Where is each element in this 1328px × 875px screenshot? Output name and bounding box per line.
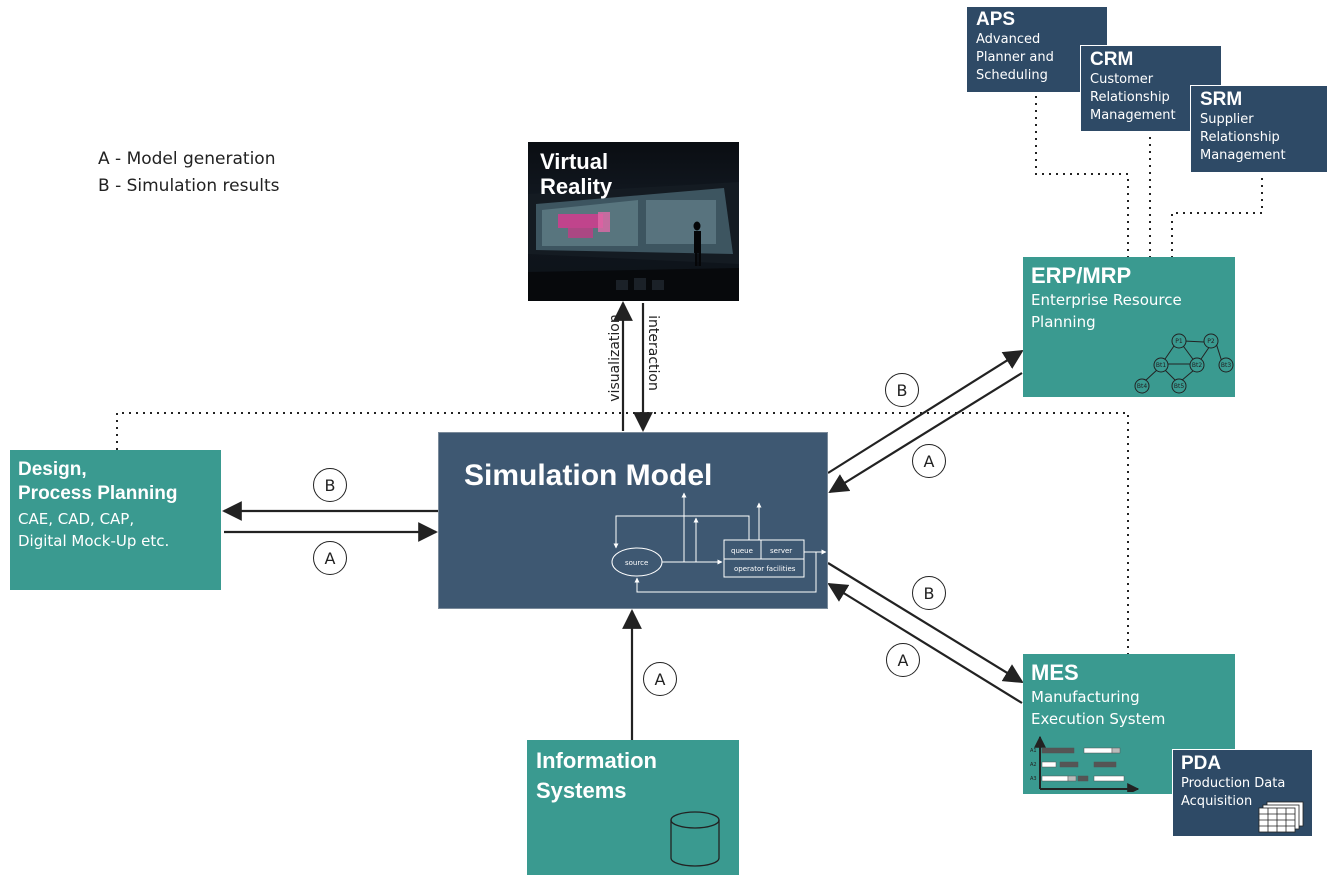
virtual-reality-node: Virtual Reality [528,142,739,301]
info-title-line1: Information [536,748,657,773]
edge-label-b-design: B [313,468,347,502]
aps-sub-line1: Advanced [976,32,1041,47]
mes-gantt-chart: A1 A2 A3 [1030,735,1140,792]
pda-sub-line2: Acquisition [1181,794,1253,809]
erp-graph-node-p2: P2 [1207,338,1215,345]
arrow-sim-to-erp [827,349,1024,474]
pda-sub-line1: Production Data [1181,776,1286,791]
erp-network-graph: P1 P2 Bt1 Bt2 Bt3 Bt4 Bt5 [1134,333,1234,394]
crm-sub-line2: Relationship [1090,90,1170,105]
erp-title: ERP/MRP [1031,263,1132,288]
edge-label-b-erp: B [885,373,919,407]
legend-item-a: A - Model generation [98,149,276,169]
inset-source-label: source [625,559,648,567]
arrow-mes-to-sim [827,582,1023,704]
database-icon [670,811,720,867]
gantt-row-a1-label: A1 [1030,748,1037,754]
design-sub-line2: Digital Mock-Up etc. [18,532,170,550]
pda-node: PDA Production Data Acquisition [1172,749,1313,837]
erp-graph-node-bt5: Bt5 [1174,383,1184,390]
legend: A - Model generation B - Simulation resu… [98,146,280,200]
interaction-label: interaction [645,315,661,391]
srm-title: SRM [1200,89,1243,110]
erp-sub-line1: Enterprise Resource [1031,291,1182,309]
srm-sub-line2: Relationship [1200,130,1280,145]
edge-label-a-mes: A [886,643,920,677]
edge-label-a-erp: A [912,444,946,478]
srm-sub-line1: Supplier [1200,112,1254,127]
srm-sub-line3: Management [1200,148,1286,163]
visualization-label: visualization [607,314,623,402]
erp-graph-node-bt2: Bt2 [1192,362,1202,369]
design-title-line2: Process Planning [18,483,178,504]
design-sub-line1: CAE, CAD, CAP, [18,510,135,528]
crm-sub-line3: Management [1090,108,1176,123]
mes-sub-line1: Manufacturing [1031,688,1140,706]
inset-queue-label: queue [731,547,753,555]
vr-title-line2: Reality [540,174,613,199]
data-grid-icon [1258,801,1304,833]
edge-label-a-design: A [313,541,347,575]
information-systems-node: Information Systems [527,740,739,875]
inset-server-label: server [770,547,792,555]
aps-sub-line2: Planner and [976,50,1054,65]
arrow-erp-to-sim [828,372,1023,494]
aps-sub-line3: Scheduling [976,68,1048,83]
simulation-flow-inset: source queue server operator facilities [611,492,827,593]
srm-node: SRM Supplier Relationship Management [1190,85,1328,173]
erp-graph-node-p1: P1 [1175,338,1183,345]
mes-title: MES [1031,660,1079,685]
design-process-planning-node: Design, Process Planning CAE, CAD, CAP, … [10,450,221,590]
erp-graph-node-bt1: Bt1 [1156,362,1166,369]
crm-title: CRM [1090,49,1134,70]
arrow-sim-to-mes [827,562,1024,684]
pda-title: PDA [1181,753,1222,774]
dotted-connectors [116,92,1263,655]
simulation-model-node: Simulation Model source queue server ope… [438,432,828,609]
gantt-row-a2-label: A2 [1030,762,1037,768]
simulation-model-title: Simulation Model [464,459,713,492]
erp-graph-node-bt4: Bt4 [1137,383,1147,390]
inset-operator-facilities-label: operator facilities [734,565,796,573]
info-title-line2: Systems [536,778,627,803]
edge-label-a-info: A [643,662,677,696]
mes-sub-line2: Execution System [1031,710,1166,728]
vr-photo-image [528,182,739,301]
edge-label-b-mes: B [912,576,946,610]
legend-item-b: B - Simulation results [98,176,280,196]
design-title-line1: Design, [18,459,87,480]
erp-mrp-node: ERP/MRP Enterprise Resource Planning P1 … [1023,257,1235,397]
erp-graph-node-bt3: Bt3 [1221,362,1231,369]
crm-sub-line1: Customer [1090,72,1154,87]
erp-sub-line2: Planning [1031,313,1096,331]
aps-title: APS [976,9,1016,30]
gantt-row-a3-label: A3 [1030,776,1037,782]
vr-title-line1: Virtual [540,149,609,174]
